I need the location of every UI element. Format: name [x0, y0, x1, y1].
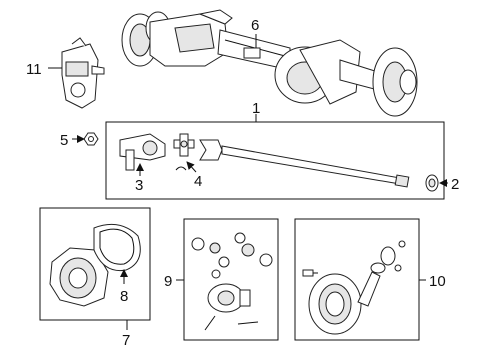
cover-box: [39, 207, 151, 321]
callout-9: 9: [164, 273, 172, 290]
callout-6: 6: [251, 17, 259, 34]
gasket-part: [93, 223, 141, 272]
callout-1: 1: [252, 100, 260, 117]
callout-4: 4: [194, 173, 202, 190]
callout-11: 11: [26, 61, 42, 78]
pinion-bearing-part: [380, 240, 406, 272]
callout-8: 8: [120, 288, 128, 305]
differential-case-part: [204, 283, 259, 331]
diff-cover-part: [49, 247, 109, 307]
callout-3: 3: [135, 177, 143, 194]
u-joint-part: [173, 133, 195, 171]
pinion-gear-part: [357, 262, 386, 307]
callout-10: 10: [429, 273, 446, 290]
actuator-bracket-part: [61, 37, 105, 109]
axle-housing-assembly: [121, 9, 418, 117]
yoke-part: [119, 133, 166, 171]
differential-box: [183, 218, 279, 341]
nut-part: [83, 132, 99, 146]
callout-5: 5: [60, 132, 68, 149]
differential-gears-part: [191, 232, 273, 279]
callout-2: 2: [451, 176, 459, 193]
leader-lines: [48, 34, 448, 330]
seal-part: [425, 174, 439, 192]
bolt-part: [302, 269, 318, 277]
ring-gear-part: [308, 273, 362, 335]
callout-7: 7: [122, 332, 130, 349]
axle-shaft-box: [105, 121, 445, 200]
axle-shaft-part: [199, 139, 410, 188]
callout-labels: 1 2 3 4 5 6 7 8 9 10 11: [26, 17, 459, 349]
